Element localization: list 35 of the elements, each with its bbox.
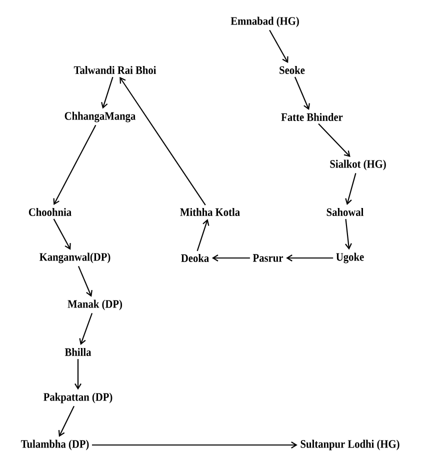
place-label: Talwandi Rai Bhoi bbox=[74, 66, 156, 74]
place-label: Bhilla bbox=[64, 348, 92, 356]
arrow bbox=[294, 76, 310, 110]
arrow bbox=[286, 254, 334, 262]
place-label: Seoke bbox=[280, 66, 305, 74]
arrow bbox=[269, 30, 288, 64]
arrow bbox=[53, 124, 96, 206]
arrow bbox=[58, 406, 75, 437]
arrow bbox=[318, 123, 350, 158]
place-label: Choohnia bbox=[28, 208, 72, 216]
place-label: Emnabad (HG) bbox=[230, 16, 299, 28]
arrow bbox=[78, 266, 92, 297]
arrow bbox=[92, 442, 298, 448]
arrow bbox=[345, 219, 352, 250]
arrow bbox=[53, 218, 71, 250]
place-label: Pasrur bbox=[252, 254, 284, 262]
place-label: Sahowal bbox=[326, 208, 364, 216]
arrow bbox=[212, 254, 250, 262]
arrow bbox=[120, 76, 206, 206]
place-label: Deoka bbox=[181, 254, 209, 262]
place-label: Kanganwal(DP) bbox=[40, 252, 110, 264]
arrow bbox=[345, 173, 356, 205]
arrow bbox=[196, 219, 210, 252]
place-label: Sultanpur Lodhi (HG) bbox=[300, 440, 400, 450]
place-label: Mithha Kotla bbox=[180, 208, 240, 216]
place-label: Fatte Bhinder bbox=[281, 112, 343, 122]
place-label: Pakpattan (DP) bbox=[44, 392, 112, 404]
arrow bbox=[79, 313, 93, 345]
arrow bbox=[101, 76, 114, 109]
place-label: ChhangaManga bbox=[64, 112, 136, 122]
place-label: Sialkot (HG) bbox=[330, 160, 386, 170]
place-label: Ugoke bbox=[336, 252, 364, 264]
place-label: Tulambha (DP) bbox=[20, 440, 89, 450]
arrow bbox=[74, 359, 82, 390]
place-label: Manak (DP) bbox=[68, 300, 122, 310]
